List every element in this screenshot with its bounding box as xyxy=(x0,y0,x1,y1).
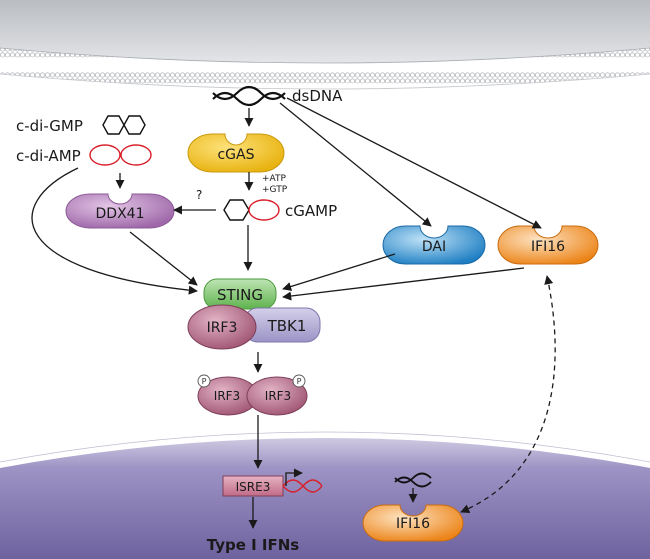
ifi16-protein-nucleus xyxy=(362,504,464,542)
sting-label: STING xyxy=(217,286,263,304)
cell-membrane xyxy=(0,0,650,90)
nucleus xyxy=(0,429,650,559)
ifi16-nuclear-label: IFI16 xyxy=(396,516,430,532)
cdigmp-label: c-di-GMP xyxy=(16,117,83,135)
arrow-dsdna-ifi16 xyxy=(286,97,542,229)
irf3-right-label: IRF3 xyxy=(265,389,291,403)
arrow-ifi16-sting xyxy=(282,267,525,301)
question-mark: ? xyxy=(196,188,202,202)
irf3-dimer-right xyxy=(246,376,308,416)
type-i-ifns-label: Type I IFNs xyxy=(207,536,300,554)
cgamp-molecule-icon xyxy=(223,199,280,221)
cgamp-label: cGAMP xyxy=(285,202,337,220)
dai-protein xyxy=(382,225,486,265)
dsdna-helix-icon xyxy=(212,85,286,107)
phosphate-left-icon xyxy=(197,374,211,388)
tbk1-label: TBK1 xyxy=(267,317,307,335)
arrow-ddx41-sting xyxy=(129,231,198,286)
irf3-left-label: IRF3 xyxy=(214,389,240,403)
arrow-ifi16-shuttle-dashed xyxy=(460,275,556,513)
cdiamp-molecule-icon xyxy=(89,144,152,166)
arrow-dai-sting xyxy=(282,253,396,291)
phosphate-left-label: P xyxy=(202,377,207,386)
atp-label: +ATP xyxy=(262,174,286,184)
ddx41-label: DDX41 xyxy=(96,206,145,222)
gtp-label: +GTP xyxy=(262,185,288,195)
gene-dna-icon xyxy=(282,479,323,493)
pathway-arrows xyxy=(31,97,556,529)
dsdna-label: dsDNA xyxy=(292,87,343,105)
cgas-label: cGAS xyxy=(217,147,254,163)
ddx41-protein xyxy=(65,193,175,229)
ifi16-top-label: IFI16 xyxy=(531,239,565,255)
arrow-dsdna-dai xyxy=(279,102,432,227)
nuclear-dsdna-icon xyxy=(394,472,432,488)
cdiamp-label: c-di-AMP xyxy=(16,147,81,165)
phosphate-right-icon xyxy=(292,374,306,388)
ifi16-protein-cytoplasm xyxy=(497,225,599,265)
transcription-start-arrow-icon xyxy=(285,468,303,486)
irf3-label: IRF3 xyxy=(207,320,238,336)
irf3-protein xyxy=(187,304,257,350)
dai-label: DAI xyxy=(422,239,446,255)
arrow-cdn-sting xyxy=(31,167,198,295)
cdigmp-molecule-icon xyxy=(102,115,146,135)
cgas-protein xyxy=(187,133,285,173)
phosphate-right-label: P xyxy=(297,377,302,386)
isre3-label: ISRE3 xyxy=(236,480,271,494)
